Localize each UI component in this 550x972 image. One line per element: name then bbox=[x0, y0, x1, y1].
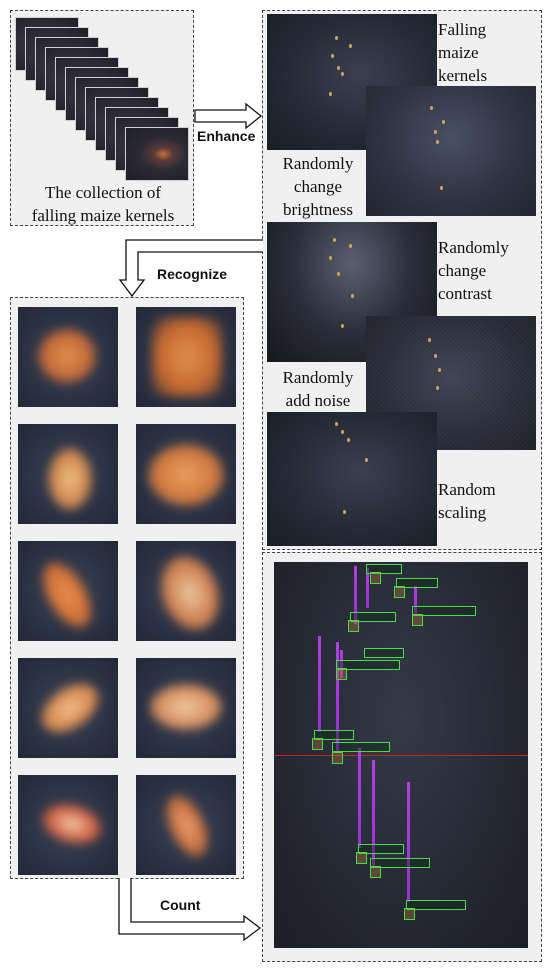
kernel-crop bbox=[18, 307, 118, 407]
count-label: Count bbox=[160, 897, 201, 913]
kernel-crop bbox=[18, 424, 118, 524]
kernel-bounding-box bbox=[348, 620, 359, 632]
aug-label-scaling: Random scaling bbox=[438, 480, 496, 522]
kernel-bounding-box bbox=[336, 668, 347, 680]
aug-label-noise: Randomly add noise bbox=[282, 368, 354, 410]
kernel-crop bbox=[136, 307, 236, 407]
detection-label bbox=[358, 844, 404, 854]
aug-label-contrast: Randomly change contrast bbox=[438, 238, 509, 303]
caption-line: falling maize kernels bbox=[31, 206, 175, 225]
detection-label bbox=[406, 900, 466, 910]
kernel-crop bbox=[136, 541, 236, 641]
augmented-image-scaling bbox=[267, 412, 437, 546]
kernel-crop bbox=[136, 424, 236, 524]
frame-image bbox=[125, 127, 189, 181]
counting-image bbox=[274, 562, 528, 948]
kernel-bounding-box bbox=[356, 852, 367, 864]
kernel-bounding-box bbox=[370, 866, 381, 878]
detection-label bbox=[314, 730, 354, 740]
kernel-crop bbox=[18, 658, 118, 758]
kernel-crop bbox=[18, 775, 118, 875]
aug-label-original: Falling maize kernels bbox=[438, 20, 488, 85]
detection-label bbox=[370, 858, 430, 868]
kernel-crop bbox=[136, 658, 236, 758]
detection-label bbox=[364, 648, 404, 658]
count-line bbox=[274, 755, 528, 756]
kernel-bounding-box bbox=[412, 614, 423, 626]
count-arrow bbox=[118, 878, 262, 942]
kernel-bounding-box bbox=[332, 752, 343, 764]
aug-label-brightness: Randomly change brightness bbox=[282, 154, 354, 219]
enhance-label: Enhance bbox=[197, 128, 256, 144]
kernel-crop bbox=[18, 541, 118, 641]
kernel-bounding-box bbox=[394, 586, 405, 598]
recognize-arrow bbox=[118, 239, 263, 298]
detection-label bbox=[412, 606, 476, 616]
detection-label bbox=[350, 612, 396, 622]
caption-line: The collection of bbox=[44, 183, 162, 202]
collection-caption: The collection of falling maize kernels bbox=[11, 181, 195, 227]
collection-panel: The collection of falling maize kernels bbox=[10, 10, 194, 226]
detection-label bbox=[332, 742, 390, 752]
kernel-crop bbox=[136, 775, 236, 875]
kernel-bounding-box bbox=[370, 572, 381, 584]
kernel-bounding-box bbox=[404, 908, 415, 920]
detection-label bbox=[366, 564, 402, 574]
detection-label bbox=[396, 578, 438, 588]
detection-label bbox=[336, 660, 400, 670]
kernel-bounding-box bbox=[312, 738, 323, 750]
enhance-arrow bbox=[194, 102, 263, 130]
recognize-label: Recognize bbox=[157, 266, 228, 282]
augmented-image-brightness bbox=[366, 86, 536, 216]
